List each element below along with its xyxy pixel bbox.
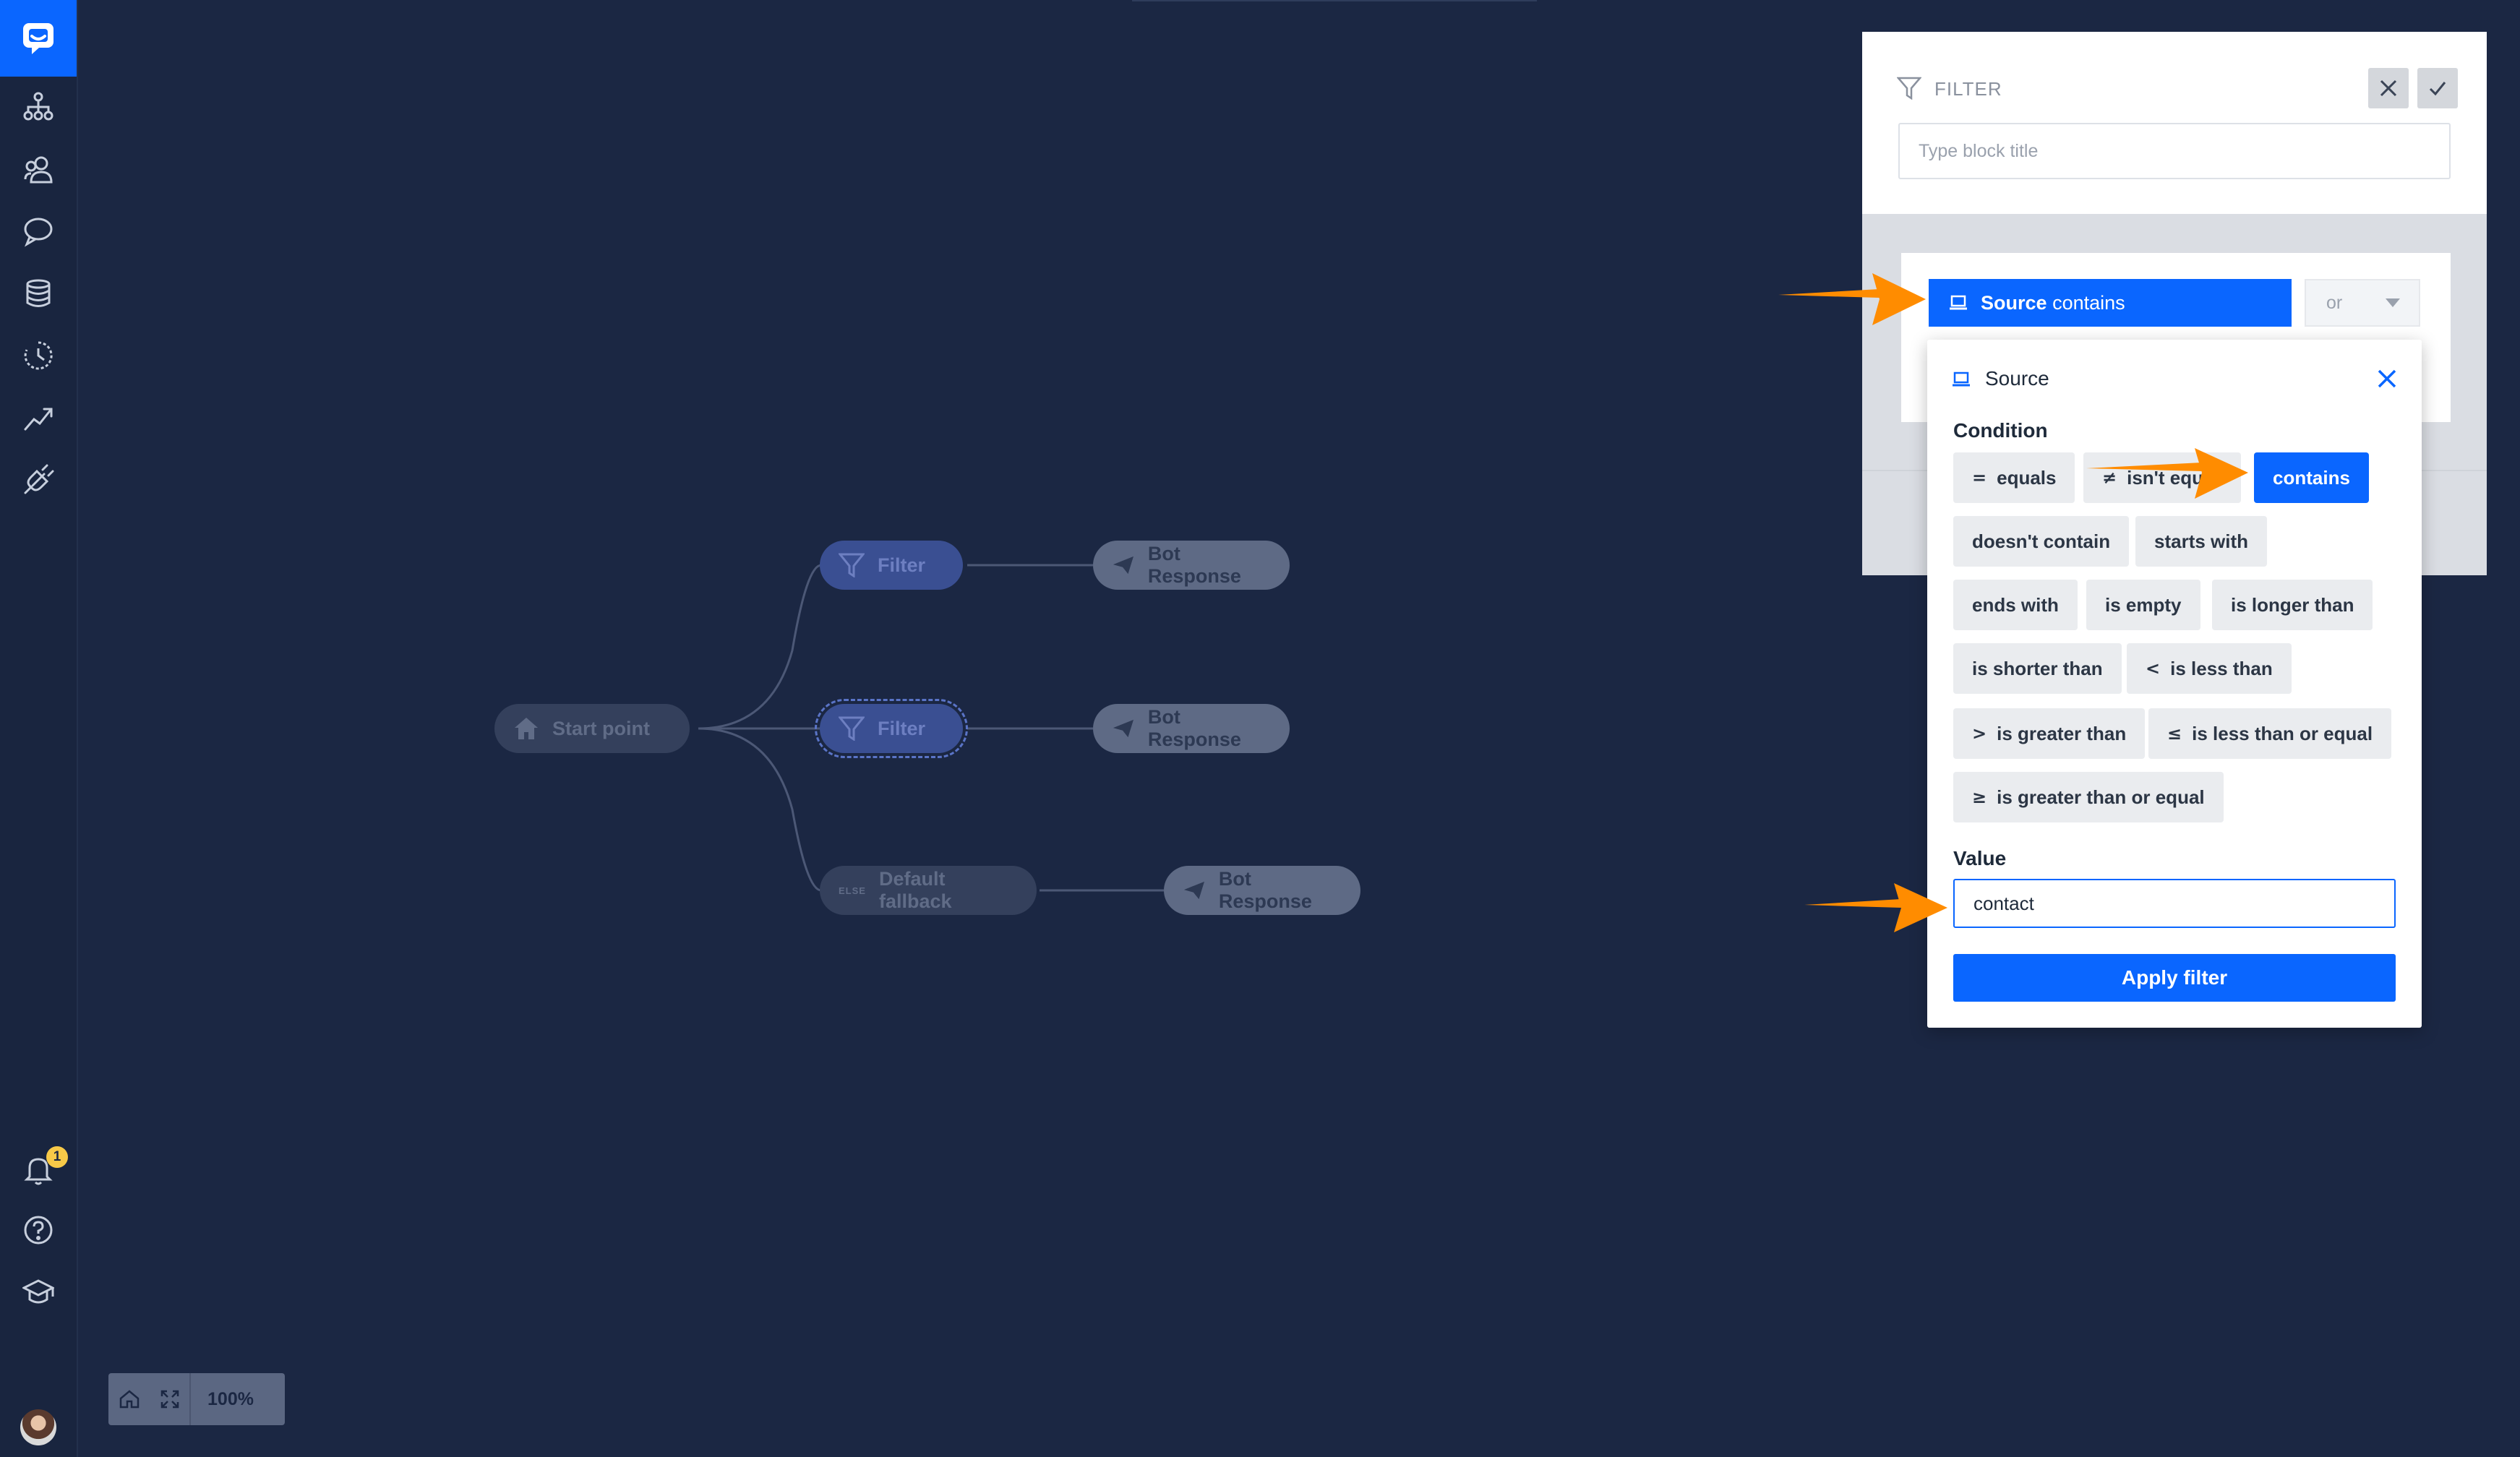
condition-option-is-greater-than-or-equal[interactable]: ≥ is greater than or equal — [1953, 772, 2224, 822]
flow-edges — [698, 564, 1164, 892]
condition-option-equals[interactable]: = equals — [1953, 452, 2075, 503]
option-label: is greater than — [1997, 722, 2127, 744]
zoom-separator — [189, 1373, 191, 1425]
fallback-label: Default fallback — [878, 868, 952, 912]
less-equal-symbol: ≤ — [2167, 723, 2182, 744]
condition-option-is-longer-than[interactable]: is longer than — [2212, 580, 2373, 630]
condition-option-contains[interactable]: contains — [2254, 452, 2369, 503]
caret-down-icon — [2386, 298, 2400, 307]
laptop-icon — [1953, 371, 1970, 387]
start-point-label: Start point — [552, 717, 650, 739]
confirm-panel-button[interactable] — [2417, 68, 2458, 108]
help-icon[interactable] — [0, 1208, 77, 1252]
condition-label: Condition — [1953, 419, 2048, 442]
start-point-node[interactable]: Start point — [494, 704, 690, 753]
sidebar: 1 — [0, 0, 78, 1457]
condition-option-doesnt-contain[interactable]: doesn't contain — [1953, 516, 2130, 567]
bot-response-node-1[interactable]: Bot Response — [1093, 541, 1290, 590]
option-label: is longer than — [2231, 593, 2354, 616]
filter-node-2[interactable]: Filter — [815, 699, 968, 758]
option-label: is empty — [2105, 593, 2182, 616]
close-panel-button[interactable] — [2368, 68, 2409, 108]
filter-icon — [839, 716, 865, 741]
value-input[interactable] — [1953, 879, 2396, 928]
source-condition-popover: Source Condition = equals ≠ isn't equal co… — [1927, 340, 2422, 1028]
close-icon — [2380, 79, 2397, 97]
condition-option-isnt-equal[interactable]: ≠ isn't equal — [2083, 452, 2241, 503]
condition-option-starts-with[interactable]: starts with — [2135, 516, 2268, 567]
filter-icon — [839, 553, 865, 577]
laptop-icon — [1950, 295, 1967, 310]
data-icon[interactable] — [0, 272, 77, 315]
panel-title: FILTER — [1934, 78, 2002, 100]
option-label: equals — [1997, 466, 2057, 489]
send-icon — [1113, 556, 1133, 575]
condition-option-is-less-than[interactable]: < is less than — [2127, 643, 2292, 694]
popover-title: Source — [1985, 367, 2049, 390]
greater-than-symbol: > — [1972, 723, 1987, 744]
check-icon — [2429, 82, 2446, 96]
home-icon — [515, 718, 538, 739]
send-icon — [1183, 881, 1204, 900]
fit-screen-icon[interactable] — [150, 1373, 189, 1425]
send-icon — [1113, 719, 1133, 738]
popover-close-button[interactable] — [2374, 366, 2400, 392]
less-than-symbol: < — [2146, 658, 2161, 679]
notifications-bell-icon[interactable] — [0, 1148, 77, 1191]
block-title-input[interactable] — [1898, 123, 2451, 179]
logic-operator-select[interactable]: or — [2305, 279, 2420, 327]
integrations-icon[interactable] — [0, 458, 77, 502]
logic-operator-value: or — [2326, 292, 2343, 313]
greater-equal-symbol: ≥ — [1972, 787, 1987, 807]
filter-node-1[interactable]: Filter — [820, 541, 963, 590]
chatbots-icon[interactable] — [0, 85, 77, 129]
option-label: is greater than or equal — [1997, 786, 2205, 808]
condition-option-is-shorter-than[interactable]: is shorter than — [1953, 643, 2122, 694]
notification-badge: 1 — [46, 1146, 68, 1168]
canvas-top-indicator — [1132, 0, 1537, 1]
bot-response-node-2[interactable]: Bot Response — [1093, 704, 1290, 753]
filter-icon — [1897, 77, 1921, 100]
chats-icon[interactable] — [0, 210, 77, 253]
chip-condition: contains — [2052, 291, 2125, 314]
option-label: doesn't contain — [1972, 530, 2111, 552]
source-condition-chip[interactable]: Source contains — [1929, 279, 2292, 327]
condition-option-is-less-than-or-equal[interactable]: ≤ is less than or equal — [2148, 708, 2392, 759]
bot-response-label: Bot Response — [1147, 706, 1241, 750]
audience-icon[interactable] — [0, 147, 77, 191]
condition-option-is-greater-than[interactable]: > is greater than — [1953, 708, 2146, 759]
not-equal-symbol: ≠ — [2102, 468, 2117, 488]
reports-icon[interactable] — [0, 396, 77, 439]
academy-icon[interactable] — [0, 1271, 77, 1314]
app-logo-icon[interactable] — [0, 0, 77, 77]
option-label: is shorter than — [1972, 657, 2103, 679]
user-avatar[interactable] — [20, 1409, 56, 1445]
condition-option-is-empty[interactable]: is empty — [2086, 580, 2200, 630]
condition-option-ends-with[interactable]: ends with — [1953, 580, 2078, 630]
option-label: contains — [2273, 466, 2350, 489]
bot-response-label: Bot Response — [1218, 868, 1312, 912]
option-label: is less than — [2170, 657, 2273, 679]
bot-response-label: Bot Response — [1147, 543, 1241, 587]
option-label: isn't equal — [2127, 466, 2219, 489]
value-label: Value — [1953, 847, 2007, 869]
filter-node-label: Filter — [878, 717, 926, 739]
chip-field: Source — [1981, 291, 2047, 314]
equals-symbol: = — [1972, 468, 1987, 488]
apply-filter-button[interactable]: Apply filter — [1953, 954, 2396, 1002]
close-icon — [2378, 369, 2396, 388]
zoom-controls: 100% — [108, 1373, 285, 1425]
else-tag: ELSE — [839, 885, 866, 896]
history-icon[interactable] — [0, 334, 77, 377]
default-fallback-node[interactable]: ELSE Default fallback — [820, 866, 1037, 915]
home-view-icon[interactable] — [108, 1373, 150, 1425]
option-label: ends with — [1972, 593, 2059, 616]
filter-node-label: Filter — [878, 554, 926, 576]
option-label: is less than or equal — [2192, 722, 2373, 744]
zoom-level[interactable]: 100% — [207, 1388, 254, 1409]
flow-canvas[interactable]: Start point Filter Filter ELSE Default f… — [77, 0, 2520, 1457]
bot-response-node-3[interactable]: Bot Response — [1164, 866, 1360, 915]
option-label: starts with — [2154, 530, 2249, 552]
